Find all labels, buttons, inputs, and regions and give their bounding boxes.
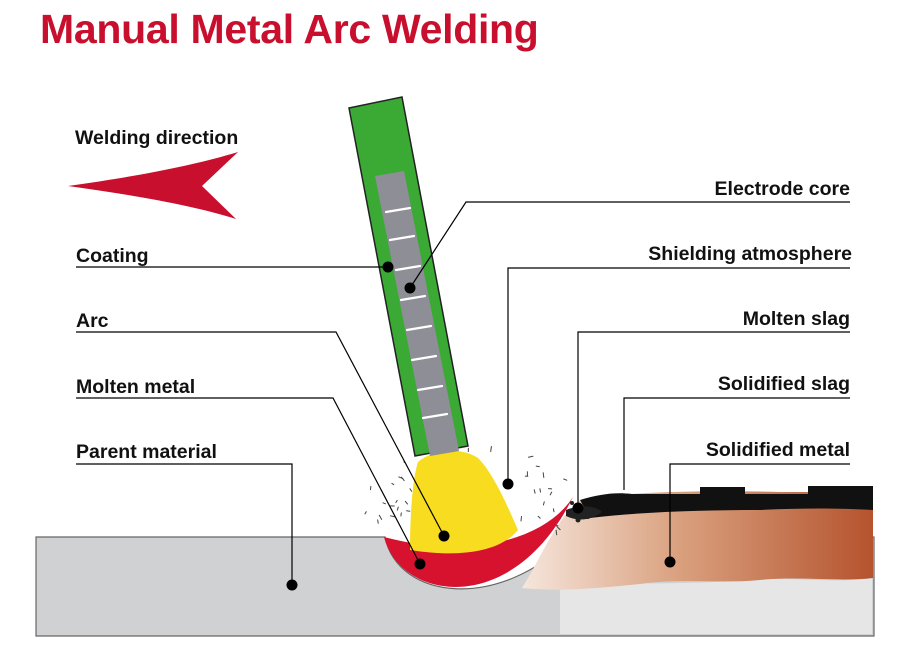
shielding-particle	[564, 479, 567, 480]
label-arc: Arc	[76, 312, 109, 332]
shielding-particle	[543, 473, 544, 478]
label-parent-material: Parent material	[76, 443, 217, 463]
shielding-particle	[397, 507, 398, 510]
label-molten-metal: Molten metal	[76, 378, 195, 398]
shielding-particle	[405, 501, 407, 504]
label-molten-slag: Molten slag	[743, 310, 850, 330]
shielding-particle	[491, 447, 492, 452]
shielding-particle	[378, 520, 379, 523]
welding-direction-arrow-icon	[68, 152, 238, 219]
label-welding-direction: Welding direction	[75, 129, 238, 149]
shielding-particle	[383, 503, 386, 504]
shielding-particle	[540, 489, 541, 492]
shielding-particle	[550, 492, 552, 495]
label-solidified-metal: Solidified metal	[706, 441, 850, 461]
label-shielding-atmosphere: Shielding atmosphere	[648, 245, 852, 265]
shielding-particle	[392, 483, 394, 484]
shielding-particle	[407, 511, 410, 512]
page-title: Manual Metal Arc Welding	[40, 6, 539, 53]
shielding-particle	[556, 530, 557, 535]
shielding-particle	[543, 502, 544, 505]
shielding-particle	[365, 512, 366, 514]
shielding-particle	[534, 490, 535, 494]
shielding-particle	[528, 456, 533, 457]
label-electrode-core: Electrode core	[715, 180, 850, 200]
shielding-particle	[396, 500, 397, 502]
shielding-particle	[538, 516, 540, 518]
shielding-particle	[379, 515, 381, 519]
shielding-particle	[553, 509, 554, 512]
label-solidified-slag: Solidified slag	[718, 375, 850, 395]
shielding-particle	[521, 517, 522, 521]
shielding-particle	[410, 489, 412, 492]
shielding-particle	[556, 525, 558, 526]
shielding-particle	[536, 466, 539, 467]
label-coating: Coating	[76, 247, 149, 267]
